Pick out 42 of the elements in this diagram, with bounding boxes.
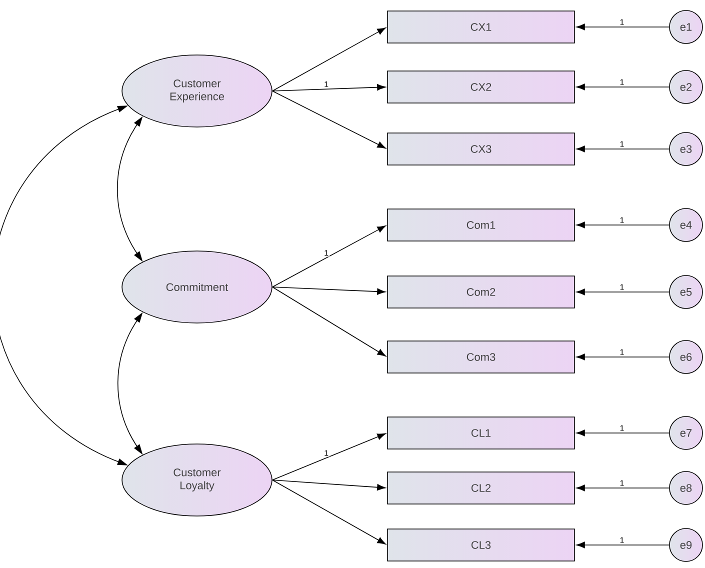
arrow [576,84,670,90]
arrow [576,542,670,548]
arrow [272,480,386,545]
indicator-box: CX1 [387,10,575,44]
arrow [272,286,386,356]
arrow [576,288,670,296]
indicator-box: CL1 [387,416,575,450]
indicator-box: Com1 [387,208,575,242]
edge-label: 1 [323,249,330,257]
edge-label: 1 [323,80,330,88]
arrow [576,354,670,360]
edge-label: 1 [618,18,626,26]
arrow [576,222,670,228]
indicator-box: CX3 [387,132,575,166]
indicator-box: CL2 [387,472,575,504]
indicator-box: CX2 [387,70,575,104]
edge-label: 1 [618,536,626,544]
arrow [272,90,386,149]
indicator-box: Com2 [387,276,575,308]
edge-label: 1 [618,479,626,487]
arrow [576,430,670,436]
arrow [576,146,670,152]
indicator-box: Com3 [387,340,575,374]
arrow [272,225,386,288]
indicator-box: CL3 [387,528,575,562]
arrow [272,480,386,491]
edge-label: 1 [323,449,330,457]
edge-label: 1 [618,348,626,356]
arrow [272,433,386,480]
edge-label: 1 [618,216,626,224]
edge-label: 1 [618,424,626,432]
arrow [272,84,386,92]
arrow [272,27,386,92]
arrow [576,24,670,30]
edge-label: 1 [618,283,626,291]
covariance-arrow [0,106,128,466]
edge-label: 1 [618,140,626,148]
arrow [272,286,386,295]
edge-label: 1 [618,78,626,86]
covariance-arrow [116,116,143,262]
arrow [576,484,670,492]
covariance-arrow [117,312,143,455]
